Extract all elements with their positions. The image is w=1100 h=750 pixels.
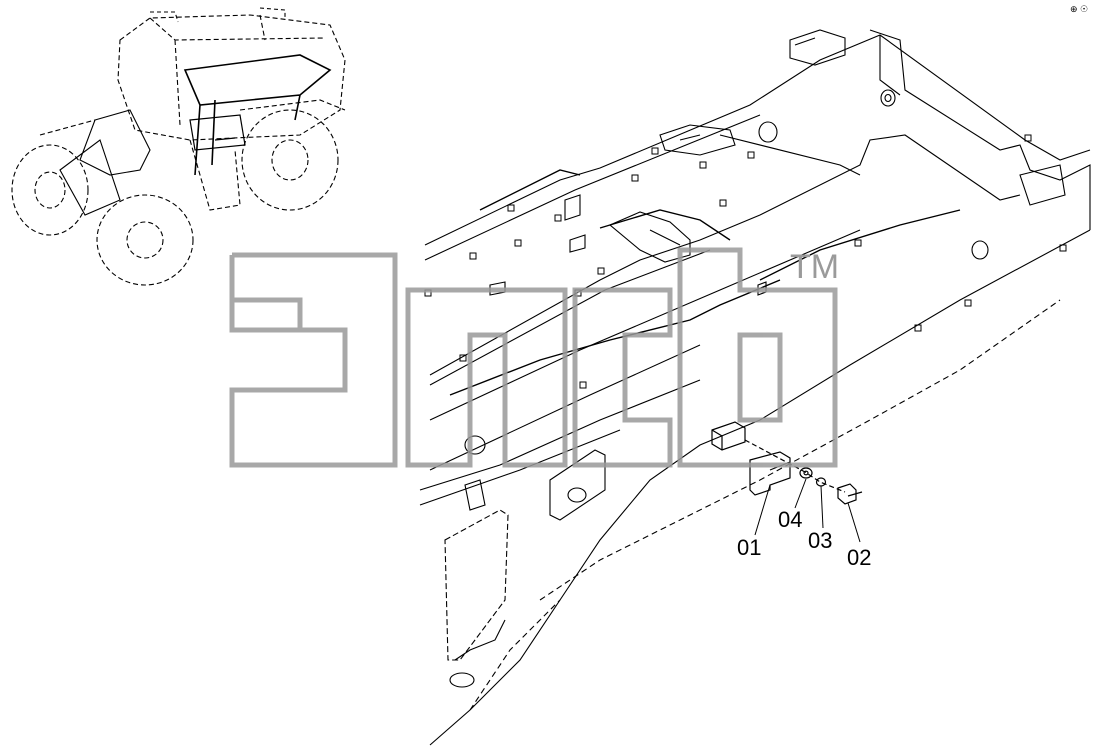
leader-01 [754,484,771,536]
callout-02: 02 [847,545,871,570]
side-access-cover-lower [444,509,509,661]
top-bracket [659,124,736,156]
part-02-bolt [837,483,863,505]
leader-02 [847,502,861,543]
watermark-trademark: TM [790,248,839,286]
side-access-cover-upper [549,449,606,521]
tractor-front-wheel-left [11,144,89,236]
frame-lower-side [429,229,1091,746]
tractor-cab [117,14,346,141]
tractor-loader-arm [59,109,151,216]
part-04-washer [799,467,813,479]
frame-mount-clip [711,421,746,451]
frame-rear-tower [869,29,1091,230]
callout-03: 03 [808,528,832,553]
tractor-rear-wheel [241,109,339,211]
frame-top-edge [424,34,1091,246]
frame-studs [424,134,1067,389]
leader-04 [794,478,807,509]
wire-harness-top [479,169,961,281]
wire-routing-dashed [539,299,1061,601]
frame-assembly [419,29,1091,746]
callout-04: 04 [778,507,802,532]
callout-01: 01 [737,535,761,560]
tractor-overview-illustration [11,7,346,286]
tractor-wiring-frame [183,54,332,176]
frame-inner-rail [429,134,1021,376]
corner-reference-mark: ⊕ ☉ [1070,4,1088,14]
watermark-logo [229,247,838,468]
tractor-front-wheel-right [96,194,194,286]
part-03-lock-washer [815,477,827,487]
leader-03 [820,485,824,529]
part-01-bracket [749,451,791,496]
